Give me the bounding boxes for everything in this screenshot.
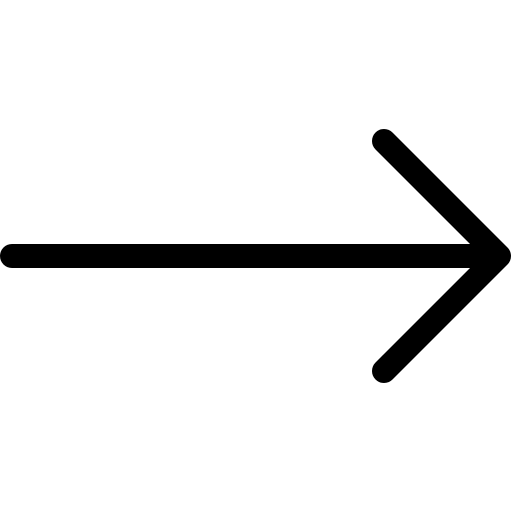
- arrow-head: [372, 129, 511, 383]
